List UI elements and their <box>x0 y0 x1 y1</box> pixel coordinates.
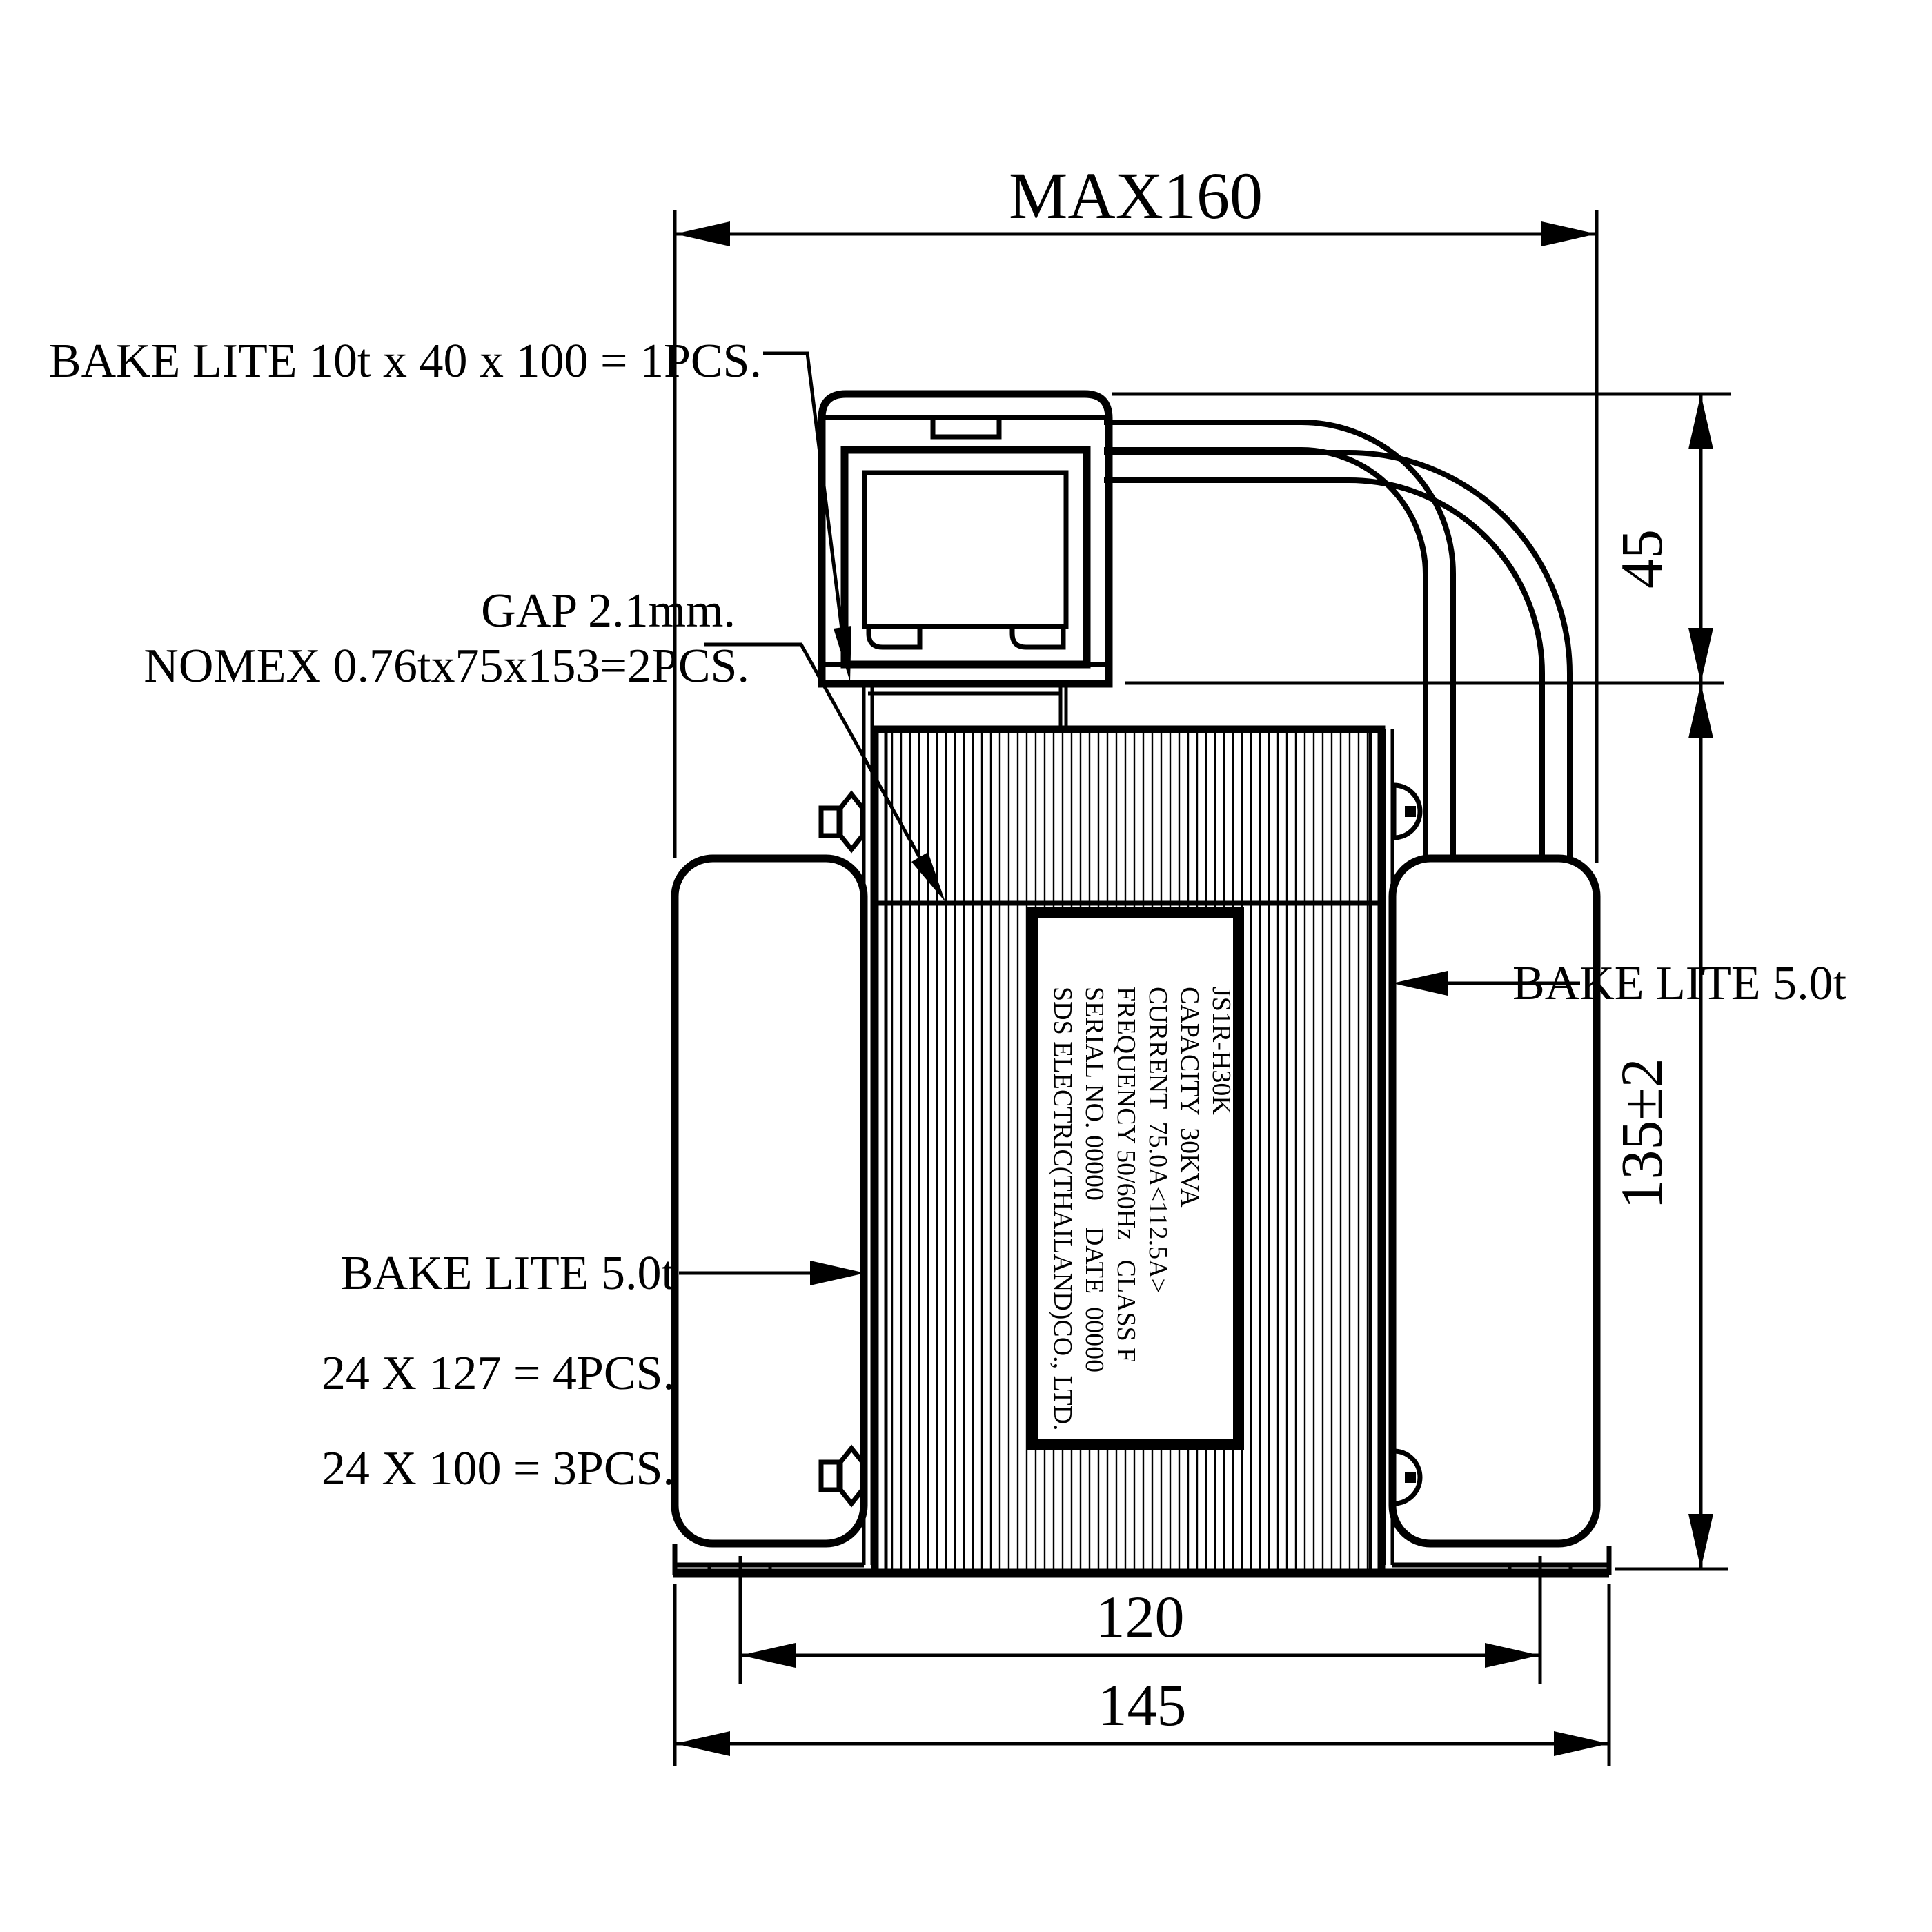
nameplate-serial: SERIAL NO. 00000 DATE 00000 <box>1080 987 1109 1372</box>
foot-outer-edges <box>672 1544 1612 1575</box>
ext-145 <box>673 1584 1611 1766</box>
terminal-block-outline <box>818 390 1113 688</box>
terminal-window-inner <box>862 470 1069 629</box>
callout-bakelite-right: BAKE LITE 5.0t <box>1392 957 1847 1010</box>
dimension-120: 120 <box>740 1584 1540 1668</box>
nameplate-current: CURRENT 75.0A<112.5A> <box>1143 987 1172 1293</box>
dim-120-label: 120 <box>1096 1584 1185 1650</box>
dim-max160-label: MAX160 <box>1009 159 1263 233</box>
callout-bakelite-top-leader <box>763 351 848 663</box>
callout-bakelite-left-title: BAKE LITE 5.0t <box>341 1247 676 1300</box>
callout-bakelite-left-line2: 24 X 127 = 4PCS. <box>322 1347 675 1400</box>
wire-1-outer-edge <box>1104 420 1456 858</box>
callout-bakelite-left-line3: 24 X 100 = 3PCS. <box>322 1442 675 1495</box>
nameplate-border <box>1027 907 1244 1450</box>
dimension-45: 45 <box>1608 394 1713 683</box>
coil-bobbin-edge <box>868 684 1068 729</box>
core-inner-edges <box>884 729 1372 1573</box>
lead-wires <box>1104 420 1573 858</box>
nameplate-capacity: CAPACITY 30KVA <box>1175 987 1204 1208</box>
terminal-block-notch <box>930 415 1002 440</box>
nameplate: JS1R-H30K CAPACITY 30KVA CURRENT 75.0A<1… <box>1027 907 1244 1450</box>
dimension-135: 135±2 <box>1608 683 1713 1569</box>
callout-gap-nomex: GAP 2.1mm. NOMEX 0.76tx75x153=2PCS. <box>144 584 945 902</box>
nameplate-company: SDS ELECTRIC(THAILAND)CO., LTD. <box>1048 987 1077 1431</box>
terminal-tab-left <box>866 627 923 650</box>
left-end-frame <box>671 854 868 1548</box>
right-top-bolt <box>1391 782 1423 840</box>
dimension-145: 145 <box>675 1672 1609 1756</box>
callout-gap-leader <box>704 642 935 883</box>
dim-45-label: 45 <box>1608 529 1675 589</box>
callout-bakelite-left: BAKE LITE 5.0t 24 X 127 = 4PCS. 24 X 100… <box>322 1247 865 1495</box>
mounting-feet <box>672 1544 1612 1578</box>
nameplate-frequency: FREQUENCY 50/60Hz CLASS F <box>1112 987 1141 1362</box>
wire-2-outer-edge <box>1104 450 1573 858</box>
left-bottom-hex-bolt <box>818 1444 865 1508</box>
ext-120 <box>738 1556 1542 1684</box>
dimension-max160: MAX160 <box>675 159 1597 246</box>
dim-135-label: 135±2 <box>1608 1058 1675 1209</box>
callout-gap-label: GAP 2.1mm. <box>481 584 736 638</box>
right-bottom-bolt <box>1391 1448 1423 1506</box>
callout-nomex-label: NOMEX 0.76tx75x153=2PCS. <box>144 640 749 693</box>
foot-slot-marks <box>707 1565 1573 1575</box>
terminal-block <box>818 390 1113 688</box>
callout-bakelite-top-label: BAKE LITE 10t x 40 x 100 = 1PCS. <box>49 335 762 388</box>
wire-2-inner-edge <box>1104 477 1545 858</box>
right-end-frame <box>1388 854 1601 1548</box>
terminal-tab-right <box>1009 627 1066 650</box>
nameplate-model: JS1R-H30K <box>1207 987 1236 1115</box>
extension-lines <box>673 210 1731 1766</box>
callout-bakelite-top: BAKE LITE 10t x 40 x 100 = 1PCS. <box>49 335 851 682</box>
dim-145-label: 145 <box>1098 1672 1187 1738</box>
left-top-hex-bolt <box>818 790 865 854</box>
